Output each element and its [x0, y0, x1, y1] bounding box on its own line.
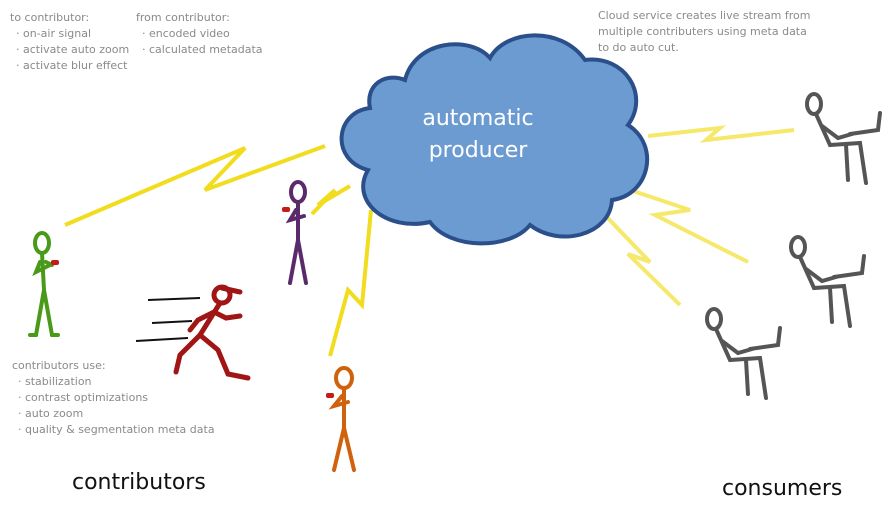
consumer-3 — [705, 307, 782, 400]
contributors-label: contributors — [72, 470, 206, 495]
cloud-shape — [339, 33, 650, 246]
phone-icon — [326, 393, 334, 398]
link-cloud-to-consumer-2 — [614, 183, 749, 264]
from-contributor-note: from contributor: · encoded video · calc… — [136, 10, 263, 58]
contributors-use-note: contributors use: · stabilization · cont… — [12, 358, 215, 438]
contributor-purple — [285, 180, 308, 285]
note-line: multiple contributers using meta data — [598, 25, 807, 38]
link-green-to-cloud — [64, 144, 326, 227]
note-heading: from contributor: — [136, 11, 230, 24]
note-heading: contributors use: — [12, 359, 106, 372]
note-line: Cloud service creates live stream from — [598, 9, 811, 22]
link-purple-to-cloud — [310, 184, 352, 216]
link-cloud-to-consumer-1 — [647, 125, 795, 143]
contributor-green — [28, 231, 60, 337]
cloud-title-line1: automatic — [422, 106, 534, 131]
note-item: · contrast optimizations — [18, 391, 149, 404]
note-item: · activate blur effect — [16, 59, 128, 72]
link-orange-to-cloud — [328, 209, 373, 357]
consumer-1 — [805, 92, 882, 185]
note-heading: to contributor: — [10, 11, 90, 24]
consumers-label: consumers — [722, 476, 843, 501]
note-item: · calculated metadata — [142, 43, 263, 56]
consumer-2 — [789, 235, 866, 328]
note-item: · auto zoom — [18, 407, 84, 420]
note-item: · activate auto zoom — [16, 43, 130, 56]
cloud-title-line2: producer — [428, 138, 528, 163]
link-cloud-to-consumer-3 — [598, 208, 682, 307]
cloud-service-note: Cloud service creates live stream from m… — [598, 8, 811, 56]
contributor-red-runner — [173, 284, 251, 381]
phone-icon — [282, 207, 290, 212]
note-line: to do auto cut. — [598, 41, 679, 54]
note-item: · on-air signal — [16, 27, 92, 40]
speed-lines — [135, 297, 201, 342]
note-item: · encoded video — [142, 27, 230, 40]
contributor-orange — [328, 366, 356, 472]
note-item: · stabilization — [18, 375, 92, 388]
to-contributor-note: to contributor: · on-air signal · activa… — [10, 10, 129, 74]
note-item: · quality & segmentation meta data — [18, 423, 215, 436]
phone-icon — [51, 260, 59, 265]
